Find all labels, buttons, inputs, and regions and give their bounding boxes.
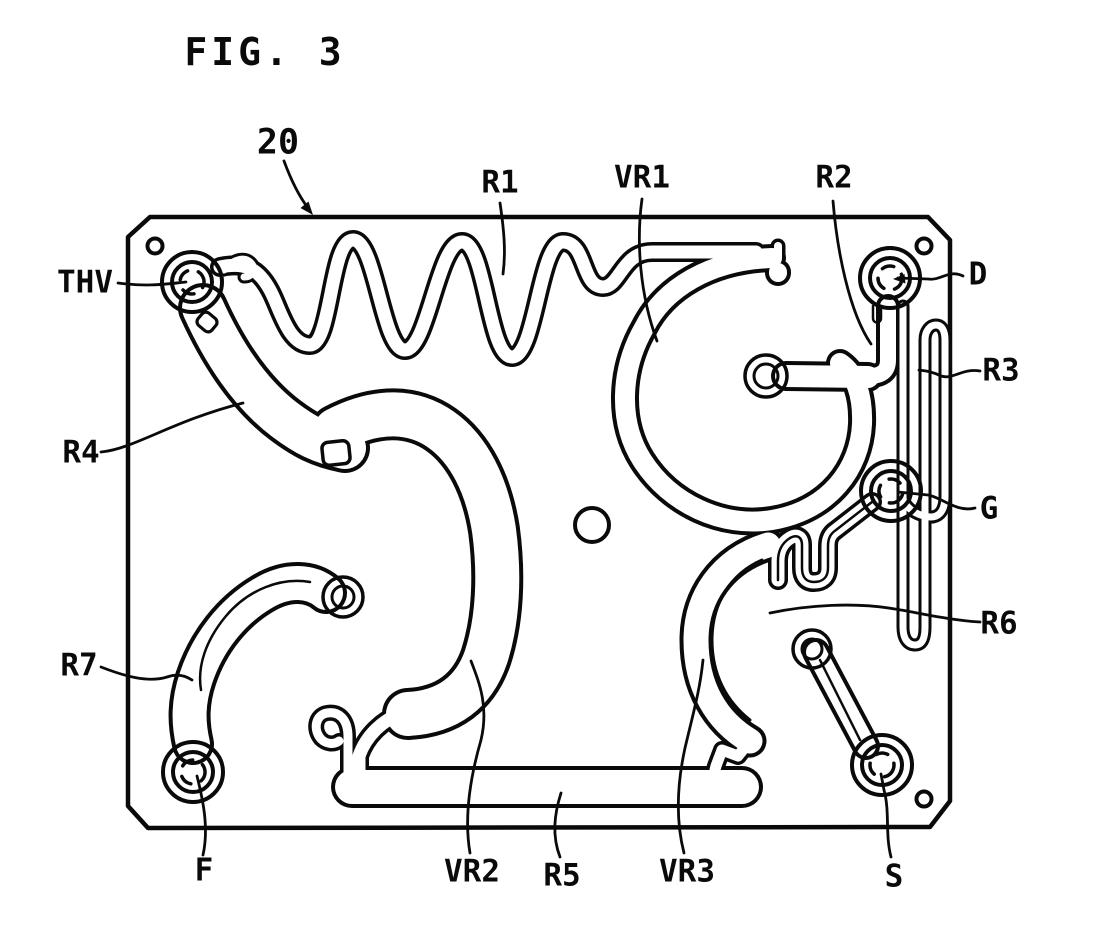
leader-d [896, 272, 965, 281]
leader-g [896, 490, 977, 511]
label-d: D [968, 256, 988, 293]
label-r1: R1 [481, 164, 519, 201]
leader-vr1 [637, 197, 659, 343]
label-r3: R3 [982, 352, 1020, 389]
arrowhead-d [893, 274, 906, 284]
leader-thv [116, 280, 188, 287]
terminal-pads [160, 246, 923, 804]
leader-r7 [99, 665, 194, 682]
label-s: S [884, 858, 904, 895]
label-r7: R7 [60, 647, 98, 684]
terminal-pad-g [859, 459, 923, 523]
leader-r6 [768, 603, 982, 624]
leader-s [879, 772, 893, 859]
terminal-pad-thv [160, 250, 224, 314]
leader-vr3 [677, 658, 705, 855]
label-g: G [979, 490, 999, 527]
vr3-loop-end [791, 628, 833, 670]
label-f: F [194, 852, 214, 889]
leader-r5 [553, 791, 563, 859]
center-hole [573, 506, 611, 544]
label-r5: R5 [543, 857, 581, 894]
label-vr2: VR2 [444, 853, 500, 890]
label-vr1: VR1 [614, 159, 670, 196]
leader-ref-20 [282, 159, 310, 210]
vr1-center-pad [743, 353, 789, 399]
label-thv: THV [57, 264, 113, 301]
leader-r4 [99, 401, 245, 454]
mounting-hole [145, 236, 165, 256]
label-r6: R6 [980, 605, 1018, 642]
leader-lines [99, 159, 982, 859]
trace-details [195, 304, 883, 742]
label-ref-20: 20 [256, 122, 300, 163]
leader-r3 [917, 368, 982, 379]
leader-r2 [831, 199, 873, 346]
mounting-holes [145, 236, 934, 809]
mounting-hole [914, 236, 934, 256]
figure-title: FIG. 3 [184, 30, 346, 74]
r7-loop-end [321, 575, 365, 619]
leader-vr2 [466, 659, 486, 855]
label-r2: R2 [815, 159, 853, 196]
leader-r1 [498, 201, 506, 276]
label-vr3: VR3 [659, 853, 715, 890]
leader-f [195, 774, 207, 857]
trace-outlines [190, 240, 945, 787]
mounting-hole [914, 789, 934, 809]
trim-notch [195, 310, 219, 334]
trim-window [320, 438, 352, 468]
label-r4: R4 [62, 434, 100, 471]
arrowhead-ref-20 [300, 201, 313, 215]
board-outline [125, 214, 953, 831]
terminal-pad-f [161, 740, 225, 804]
